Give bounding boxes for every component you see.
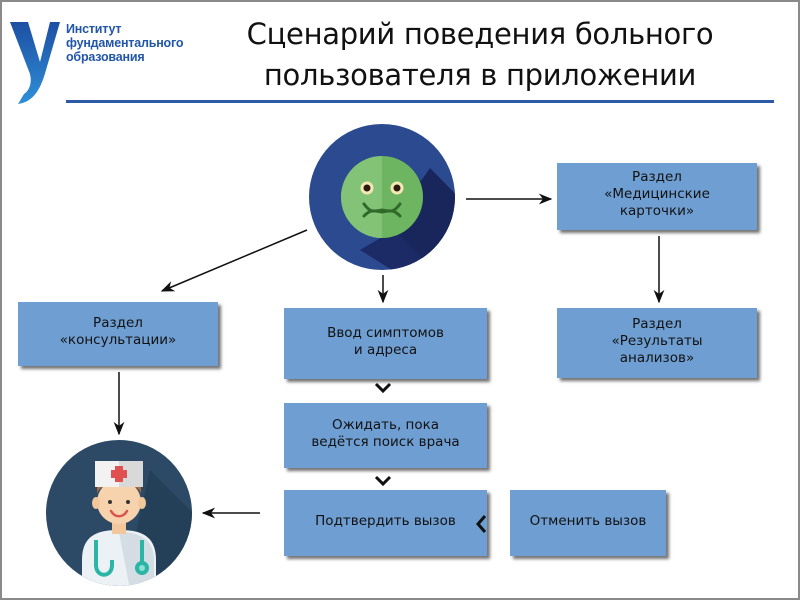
page-title: Сценарий поведения больного пользователя… (200, 14, 760, 96)
test-results-node: Раздел «Результаты анализов» (557, 308, 757, 378)
confirm-call-node: Подтвердить вызов (284, 490, 487, 556)
chevron-left-icon (476, 515, 487, 533)
doctor-icon (46, 440, 192, 586)
org-line-3: образования (66, 50, 145, 64)
wait-search-node: Ожидать, пока ведётся поиск врача (284, 403, 487, 468)
enter-symptoms-node: Ввод симптомов и адреса (284, 308, 487, 379)
test-results-label: Раздел «Результаты анализов» (611, 315, 703, 366)
title-line-1: Сценарий поведения больного (246, 17, 714, 51)
confirm-call-label: Подтвердить вызов (315, 512, 456, 529)
title-line-2: пользователя в приложении (263, 58, 697, 92)
consultations-node: Раздел «консультации» (18, 302, 218, 366)
chevron-down-icon (374, 475, 392, 487)
org-line-2: фундаментального (66, 36, 184, 50)
sick-face-icon (309, 124, 455, 270)
medical-cards-node: Раздел «Медицинские карточки» (557, 163, 757, 230)
cancel-call-label: Отменить вызов (529, 512, 647, 529)
chevron-down-icon (374, 382, 392, 394)
arrow-sick-to-consultations (160, 229, 308, 292)
consultations-label: Раздел «консультации» (59, 315, 177, 348)
institute-name: Институт фундаментального образования (66, 22, 183, 64)
cancel-call-node: Отменить вызов (510, 490, 666, 556)
wait-search-label: Ожидать, пока ведётся поиск врача (311, 416, 460, 450)
institute-logo-icon (10, 22, 60, 104)
medical-cards-label: Раздел «Медицинские карточки» (604, 169, 710, 219)
enter-symptoms-label: Ввод симптомов и адреса (327, 324, 444, 358)
org-line-1: Институт (66, 22, 122, 36)
title-divider (66, 100, 774, 103)
